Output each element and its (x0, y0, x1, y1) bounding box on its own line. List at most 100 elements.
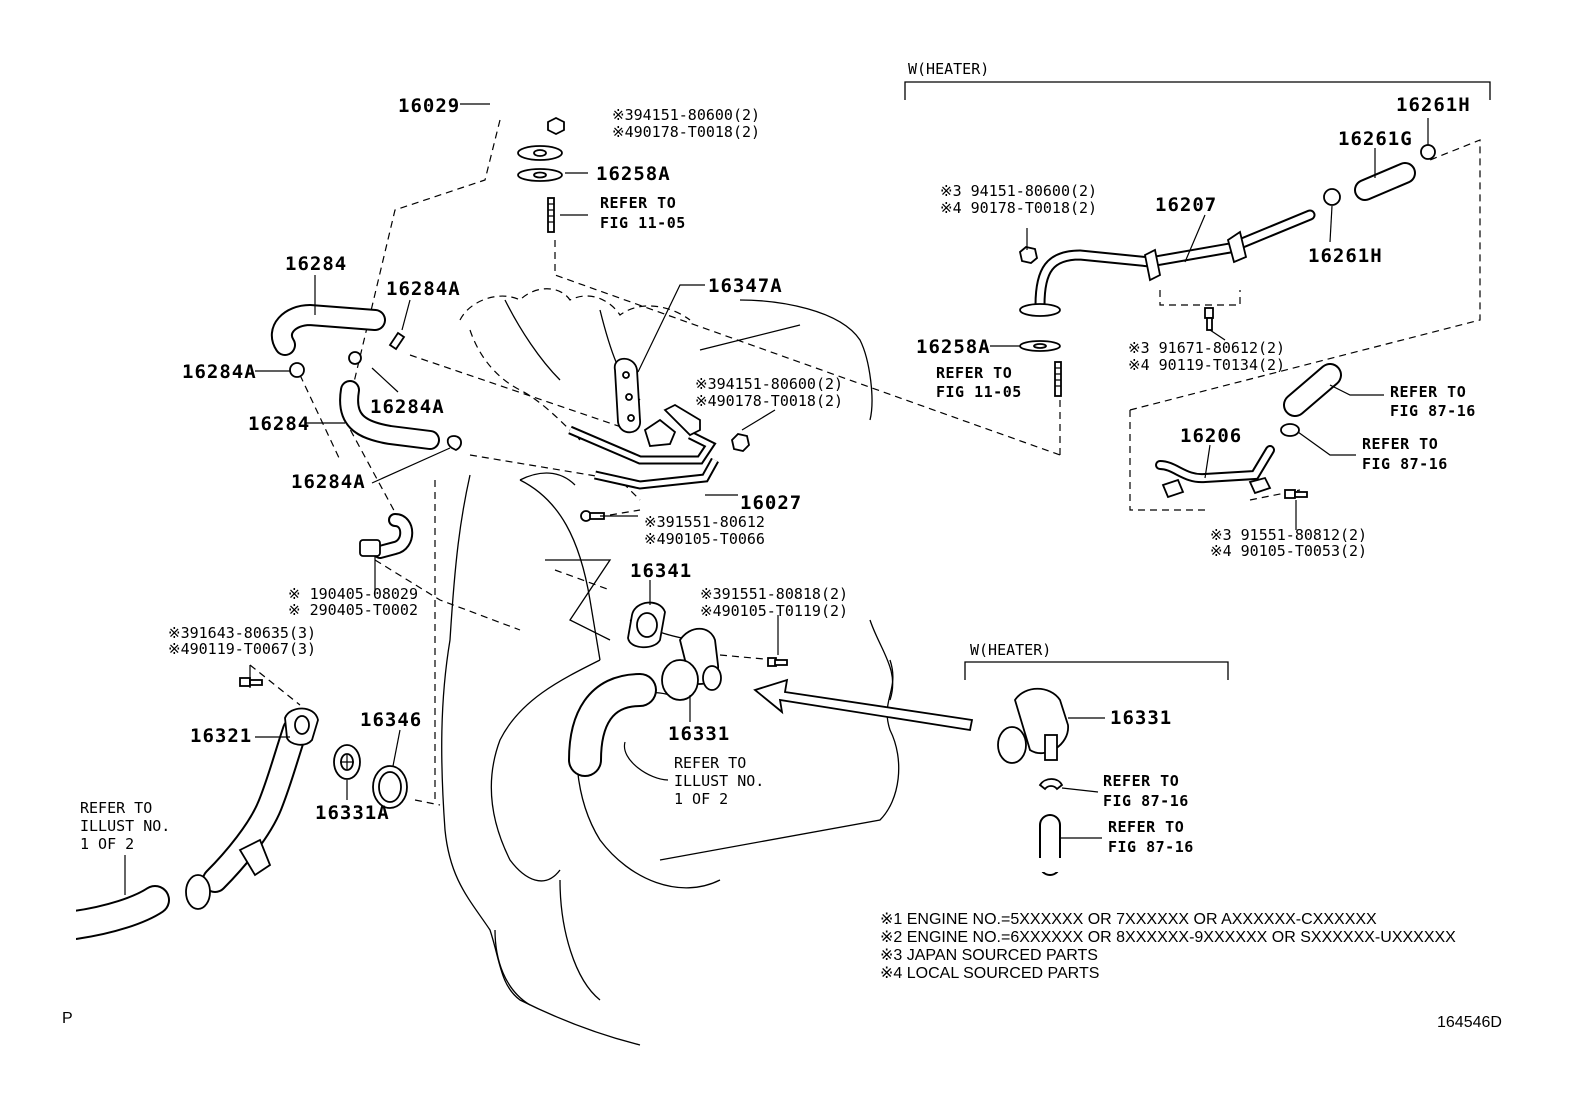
hose-16284-mid (339, 380, 440, 450)
refer-to-label: REFER TO (1103, 772, 1179, 790)
refer-to-label: REFER TO (80, 799, 152, 817)
leader-lines (124, 103, 1429, 895)
note-japan-sourced: ※3 JAPAN SOURCED PARTS (880, 947, 1098, 964)
water-outlet-16331-heater (997, 687, 1069, 764)
callout-90105: ※490105-T0066 (644, 530, 765, 548)
radiator-hose-center (568, 673, 657, 777)
engine-notes: ※1 ENGINE NO.=5XXXXXX OR 7XXXXXX OR AXXX… (880, 911, 1456, 982)
reference-labels: REFER TO FIG 11-05 REFER TO FIG 11-05 RE… (80, 194, 1476, 856)
stud-icon (1054, 361, 1062, 397)
part-label-16331A: 16331A (315, 802, 390, 824)
bracket-labels: W(HEATER) W(HEATER) (908, 60, 1051, 659)
refer-to-label: REFER TO (674, 754, 746, 772)
refer-fig-label: FIG 11-05 (600, 214, 686, 232)
radiator-hose-left (60, 885, 170, 950)
footer: P 164546D (62, 1010, 1502, 1031)
refer-fig-label: FIG 87-16 (1362, 455, 1448, 473)
hose-16284-top (270, 303, 386, 356)
note-engine-2: ※2 ENGINE NO.=6XXXXXX OR 8XXXXXX-9XXXXXX… (880, 929, 1456, 946)
bolt-icon (1284, 489, 1308, 499)
part-label-16331: 16331 (1110, 707, 1172, 729)
refer-page-label: 1 OF 2 (674, 790, 728, 808)
heater-label: W(HEATER) (908, 60, 989, 78)
part-label-16284: 16284 (285, 253, 347, 275)
pipe-16029 (492, 93, 563, 161)
hose-elbow-90405 (359, 513, 414, 559)
part-label-16258A: 16258A (596, 163, 671, 185)
refer-fig-label: FIG 87-16 (1390, 402, 1476, 420)
refer-fig-label: FIG 11-05 (936, 383, 1022, 401)
refer-to-label: REFER TO (1108, 818, 1184, 836)
gasket-16346 (372, 765, 408, 809)
heater-hose-end (1283, 363, 1342, 417)
heater-label: W(HEATER) (970, 641, 1051, 659)
part-label-16027: 16027 (740, 492, 802, 514)
part-label-16284: 16284 (248, 413, 310, 435)
part-label-16284A: 16284A (370, 396, 445, 418)
hose-clamp-icon (1323, 144, 1436, 206)
bolt-icon (767, 657, 788, 667)
callout-91643: ※391643-80635(3) (168, 624, 316, 642)
part-label-16346: 16346 (360, 709, 422, 731)
callout-91551: ※391551-80612 (644, 513, 765, 531)
thermostat-16331A (333, 744, 361, 780)
part-number-labels: 16029 16258A 16284 16284A 16284A 16284A … (182, 94, 1471, 824)
callout-90119: ※4 90119-T0134(2) (1128, 356, 1285, 374)
note-engine-1: ※1 ENGINE NO.=5XXXXXX OR 7XXXXXX OR AXXX… (880, 911, 1377, 928)
callout-90178: ※490178-T0018(2) (695, 392, 843, 410)
nut-icon (1019, 246, 1038, 264)
callout-90178: ※490178-T0018(2) (612, 123, 760, 141)
part-label-16261H: 16261H (1396, 94, 1471, 116)
callout-90119: ※490119-T0067(3) (168, 640, 316, 658)
heater-pipe-16206 (1155, 445, 1275, 499)
refer-fig-label: FIG 87-16 (1103, 792, 1189, 810)
callout-90178: ※4 90178-T0018(2) (940, 199, 1097, 217)
plate-16347A (614, 357, 641, 434)
part-label-16284A: 16284A (386, 278, 461, 300)
refer-to-label: REFER TO (1390, 383, 1466, 401)
part-label-16284A: 16284A (291, 471, 366, 493)
refer-illust-label: ILLUST NO. (80, 817, 170, 835)
heater-bracket-top (904, 81, 1491, 100)
part-label-16284A: 16284A (182, 361, 257, 383)
callout-91551: ※3 91551-80812(2) (1210, 526, 1367, 544)
callout-91671: ※3 91671-80612(2) (1128, 339, 1285, 357)
refer-fig-label: FIG 87-16 (1108, 838, 1194, 856)
hose-16261G (1354, 162, 1416, 201)
refer-page-label: 1 OF 2 (80, 835, 134, 853)
nut-icon (547, 116, 565, 136)
part-label-16206: 16206 (1180, 425, 1242, 447)
gasket-16258A-top (517, 168, 563, 182)
water-outlet-16331 (661, 627, 722, 701)
callout-90105: ※490105-T0119(2) (700, 602, 848, 620)
part-label-16261H: 16261H (1308, 245, 1383, 267)
part-label-16029: 16029 (398, 95, 460, 117)
bolt-icon (239, 677, 263, 687)
part-label-16347A: 16347A (708, 275, 783, 297)
callout-90405: ※ 190405-08029 (288, 585, 418, 603)
hose-clamp-icon (1280, 423, 1300, 437)
note-local-sourced: ※4 LOCAL SOURCED PARTS (880, 965, 1099, 982)
figure-code: 164546D (1437, 1014, 1502, 1031)
callout-94151: ※394151-80600(2) (612, 106, 760, 124)
hose-clamp-icon (1038, 778, 1064, 791)
part-label-16331: 16331 (668, 723, 730, 745)
callout-90105: ※4 90105-T0053(2) (1210, 542, 1367, 560)
callout-91551: ※391551-80818(2) (700, 585, 848, 603)
part-label-16341: 16341 (630, 560, 692, 582)
callout-labels: ※394151-80600(2) ※490178-T0018(2) ※39415… (168, 106, 1367, 658)
callout-90405: ※ 290405-T0002 (288, 601, 418, 619)
assembly-guide-lines (249, 119, 1481, 806)
callout-94151: ※394151-80600(2) (695, 375, 843, 393)
direction-arrow (753, 678, 974, 732)
pipe-16027 (568, 403, 719, 490)
hose-clamp-icon (289, 331, 462, 452)
heater-hose-lower (1035, 814, 1065, 876)
stud-icon (547, 197, 555, 233)
bolt-icon (1204, 307, 1214, 331)
refer-to-label: REFER TO (936, 364, 1012, 382)
refer-illust-label: ILLUST NO. (674, 772, 764, 790)
refer-to-label: REFER TO (1362, 435, 1438, 453)
heater-pipe-16207 (1019, 209, 1316, 317)
part-label-16261G: 16261G (1338, 128, 1413, 150)
